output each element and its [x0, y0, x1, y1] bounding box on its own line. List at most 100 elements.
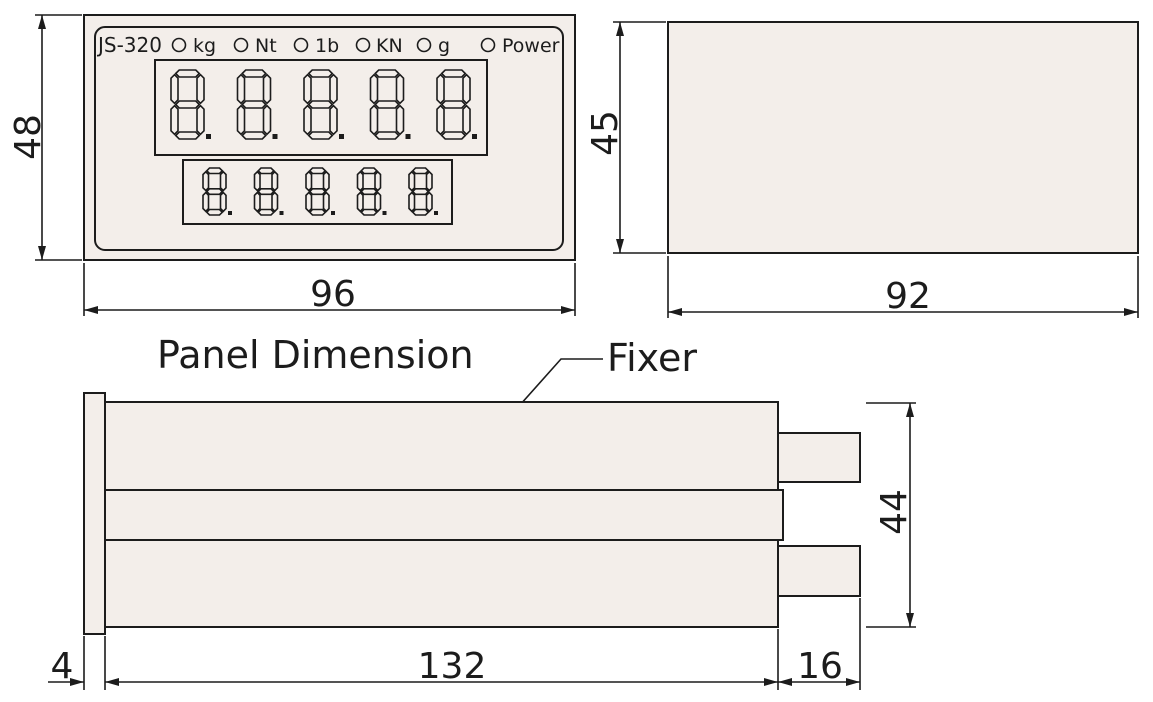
indicator-lamp: [233, 37, 249, 53]
sub-display-readout: [202, 167, 438, 216]
front-plate: [83, 392, 106, 635]
dimension-side-width: 92: [667, 256, 1139, 318]
segment-c: [425, 191, 433, 213]
upper-terminal: [777, 432, 861, 483]
side-body: [667, 21, 1139, 254]
decimal-point: [472, 134, 477, 139]
indicator-kg: kg: [171, 35, 216, 57]
display-digit: [305, 167, 335, 216]
decimal-point: [434, 211, 438, 215]
segment-f: [356, 170, 364, 192]
dimension-front-width: 96: [83, 263, 576, 316]
segment-d: [360, 208, 378, 216]
segment-d: [241, 131, 267, 140]
front-view: JS-320 kg Nt 1b KN g Power: [83, 14, 576, 261]
segment-c: [395, 104, 405, 136]
segment-e: [408, 191, 416, 213]
segment-f: [436, 73, 445, 105]
segment-e: [303, 104, 312, 136]
display-digit: [356, 167, 387, 216]
fixer-bar: [104, 489, 784, 541]
segment-a: [360, 167, 378, 175]
segment-g: [308, 188, 327, 196]
segment-c: [196, 104, 205, 136]
segment-e: [202, 191, 210, 213]
indicator-label: kg: [193, 35, 216, 57]
fixer-label: Fixer: [607, 336, 697, 380]
dimension-value: 16: [797, 646, 843, 687]
indicator-label: Nt: [255, 35, 277, 57]
segment-b: [395, 73, 405, 105]
display-digit: [303, 69, 344, 140]
decimal-point: [339, 134, 344, 139]
segment-f: [408, 170, 416, 192]
arrowhead: [906, 403, 914, 417]
segment-b: [271, 170, 279, 192]
segment-a: [411, 167, 430, 175]
segment-f: [303, 73, 312, 105]
segment-a: [440, 69, 467, 78]
segment-g: [440, 100, 467, 109]
bottom-extension-lines: [83, 598, 861, 690]
display-digit: [170, 69, 211, 140]
dimension-value: 96: [310, 274, 356, 315]
decimal-point: [331, 211, 335, 215]
dimension-terminal-depth: 16: [778, 646, 860, 687]
segment-g: [360, 188, 378, 196]
segment-b: [462, 73, 471, 105]
segment-f: [236, 73, 246, 105]
arrowhead: [616, 239, 624, 253]
segment-f: [202, 170, 210, 192]
dimension-value: 45: [585, 110, 626, 156]
dimension-side-height: 45: [585, 21, 666, 254]
segment-a: [307, 69, 334, 78]
decimal-point: [206, 134, 211, 139]
segment-f: [253, 170, 261, 192]
decimal-point: [382, 211, 387, 215]
dimension-body-depth: 132: [105, 646, 778, 687]
segment-d: [307, 131, 334, 140]
display-digit: [253, 167, 284, 216]
dimension-front-height: 48: [8, 14, 82, 261]
panel-dimension-title: Panel Dimension: [157, 333, 474, 377]
indicator-lamp: [293, 37, 309, 53]
indicator-lamp: [480, 37, 496, 53]
segment-g: [411, 188, 430, 196]
dimension-panel-thickness: 4: [48, 646, 84, 687]
display-digit: [202, 167, 232, 216]
segment-a: [241, 69, 267, 78]
segment-c: [462, 104, 471, 136]
segment-f: [305, 170, 313, 192]
arrowhead: [906, 613, 914, 627]
segment-b: [219, 170, 227, 192]
segment-c: [219, 191, 227, 213]
segment-g: [241, 100, 267, 109]
indicator-label: 1b: [315, 35, 339, 57]
segment-f: [369, 73, 379, 105]
segment-a: [174, 69, 201, 78]
indicator-lamp: [171, 37, 187, 53]
segment-d: [440, 131, 467, 140]
arrowhead: [105, 678, 119, 686]
segment-e: [369, 104, 379, 136]
segment-g: [374, 100, 400, 109]
segment-a: [257, 167, 275, 175]
decimal-point: [405, 134, 411, 139]
indicator-label: Power: [502, 35, 560, 57]
segment-c: [322, 191, 330, 213]
segment-d: [205, 208, 224, 216]
segment-g: [174, 100, 201, 109]
indicator-1b: 1b: [293, 35, 339, 57]
segment-e: [236, 104, 246, 136]
indicator-g: g: [416, 35, 450, 57]
decimal-point: [228, 211, 232, 215]
arrowhead: [778, 678, 792, 686]
segment-a: [205, 167, 224, 175]
segment-a: [374, 69, 400, 78]
segment-e: [356, 191, 364, 213]
indicator-nt: Nt: [233, 35, 277, 57]
indicator-lamp: [355, 37, 371, 53]
decimal-point: [272, 134, 278, 139]
lower-terminal: [777, 545, 861, 597]
segment-a: [308, 167, 327, 175]
